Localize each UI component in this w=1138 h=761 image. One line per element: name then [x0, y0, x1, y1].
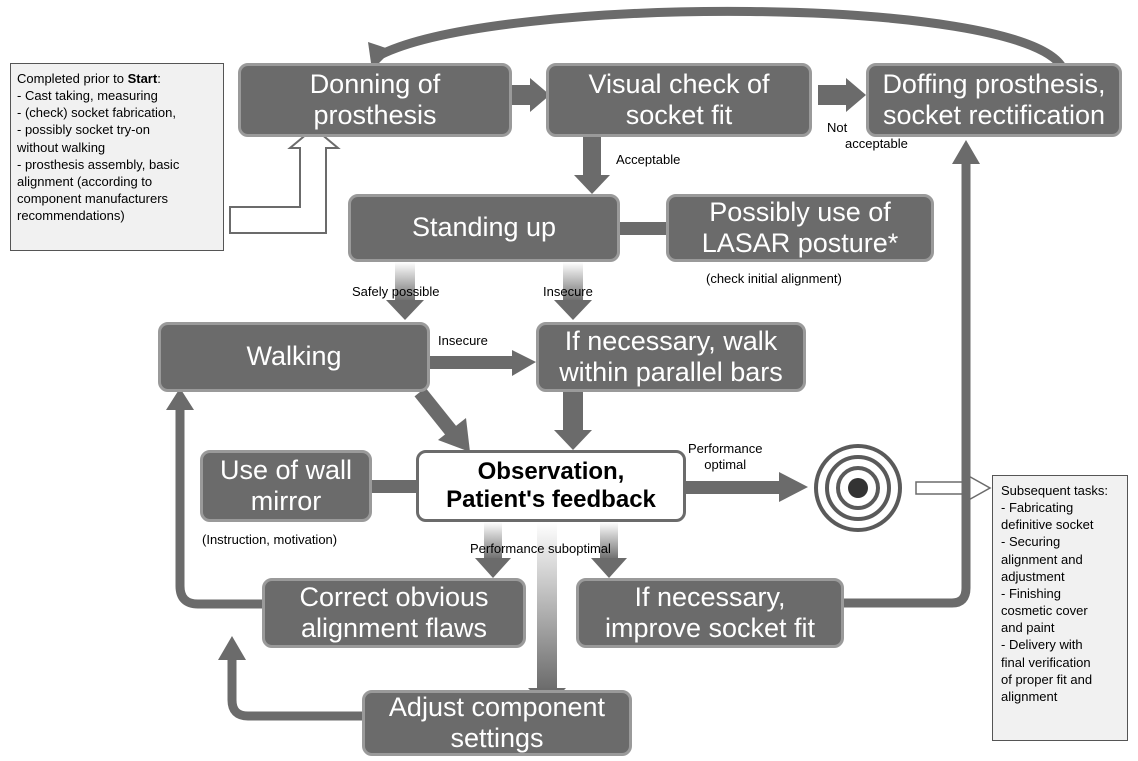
arrow-doffing-to-donning	[377, 6, 1066, 70]
observation-box: Observation, Patient's feedback	[416, 450, 686, 522]
arrow-observation-to-improve	[591, 558, 627, 578]
subsequent-task-line: alignment	[1001, 688, 1058, 704]
label-check-initial-alignment: (check initial alignment)	[706, 271, 842, 286]
subsequent-task-line: and paint	[1001, 620, 1055, 636]
arrow-adjust-to-correct	[227, 658, 362, 721]
subsequent-task-line: adjustment	[1001, 568, 1065, 584]
subsequent-task-line: Subsequent tasks:	[1001, 483, 1108, 498]
arrow-correct-to-walking	[175, 408, 262, 609]
arrow-standing-to-parallel	[554, 300, 592, 320]
arrow-head	[166, 388, 194, 410]
label-acceptable: Acceptable	[616, 152, 681, 167]
arrow-visual-to-doffing	[846, 78, 866, 112]
arrow-walking-to-parallel	[512, 350, 536, 376]
label-performance-optimal: Performance optimal	[688, 441, 763, 473]
prior-task-line: - Cast taking, measuring	[17, 88, 158, 104]
label-safely-possible: Safely possible	[352, 284, 440, 299]
arrow-improve-to-doffing	[844, 162, 971, 608]
subsequent-task-line: - Delivery with	[1001, 637, 1083, 653]
subsequent-task-line: definitive socket	[1001, 517, 1094, 533]
subsequent-task-line: - Finishing	[1001, 585, 1061, 601]
subsequent-task-line: alignment and	[1001, 551, 1083, 567]
arrow-head	[218, 636, 246, 660]
subsequent-task-line: of proper fit and	[1001, 671, 1093, 687]
prior-task-line: - prosthesis assembly, basic	[17, 156, 180, 172]
arrow-standing-to-walking	[386, 300, 424, 320]
prior-task-line: - possibly socket try-on	[17, 122, 150, 138]
label-insecure-right: Insecure	[438, 333, 488, 348]
subsequent-task-line: - Fabricating	[1001, 500, 1074, 516]
arrow-donning-to-visual	[530, 78, 550, 112]
label-instruction-motivation: (Instruction, motivation)	[202, 532, 338, 547]
subsequent-task-line: - Securing	[1001, 534, 1061, 550]
subsequent-task-line: final verification	[1001, 654, 1091, 670]
standing-up-box: Standing up	[348, 194, 620, 262]
arrow-target-to-subsequent	[915, 472, 992, 504]
target-icon	[814, 444, 902, 532]
label-insecure-down: Insecure	[543, 284, 593, 299]
improve-socket-box: If necessary,improve socket fit	[576, 578, 844, 648]
prior-tasks-heading: Completed prior to Start:	[17, 71, 161, 86]
prior-tasks-note: Completed prior to Start: - Cast taking,…	[10, 63, 224, 251]
arrow-observation-to-correct	[475, 558, 511, 578]
arrow-visual-to-standing	[574, 175, 610, 194]
prior-task-line: without walking	[17, 139, 106, 155]
arrow-head	[952, 140, 980, 164]
prior-task-line: - (check) socket fabrication,	[17, 105, 176, 121]
subsequent-task-line: cosmetic cover	[1001, 603, 1088, 619]
walking-box: Walking	[158, 322, 430, 392]
label-performance-suboptimal: Performance suboptimal	[470, 541, 611, 556]
arrow-observation-to-target	[779, 472, 808, 502]
prior-task-line: recommendations)	[17, 208, 125, 224]
arrow-parallel-to-observation	[554, 430, 592, 450]
subsequent-tasks-note: Subsequent tasks: - Fabricating definiti…	[992, 475, 1128, 741]
doffing-box: Doffing prosthesis,socket rectification	[866, 63, 1122, 137]
arrow-walking-to-observation	[438, 418, 470, 452]
arrow-prior-to-donning	[229, 126, 341, 234]
prior-task-line: component manufacturers	[17, 191, 169, 207]
label-not-acceptable: Not acceptable	[827, 120, 908, 152]
prior-task-line: alignment (according to	[17, 173, 153, 189]
